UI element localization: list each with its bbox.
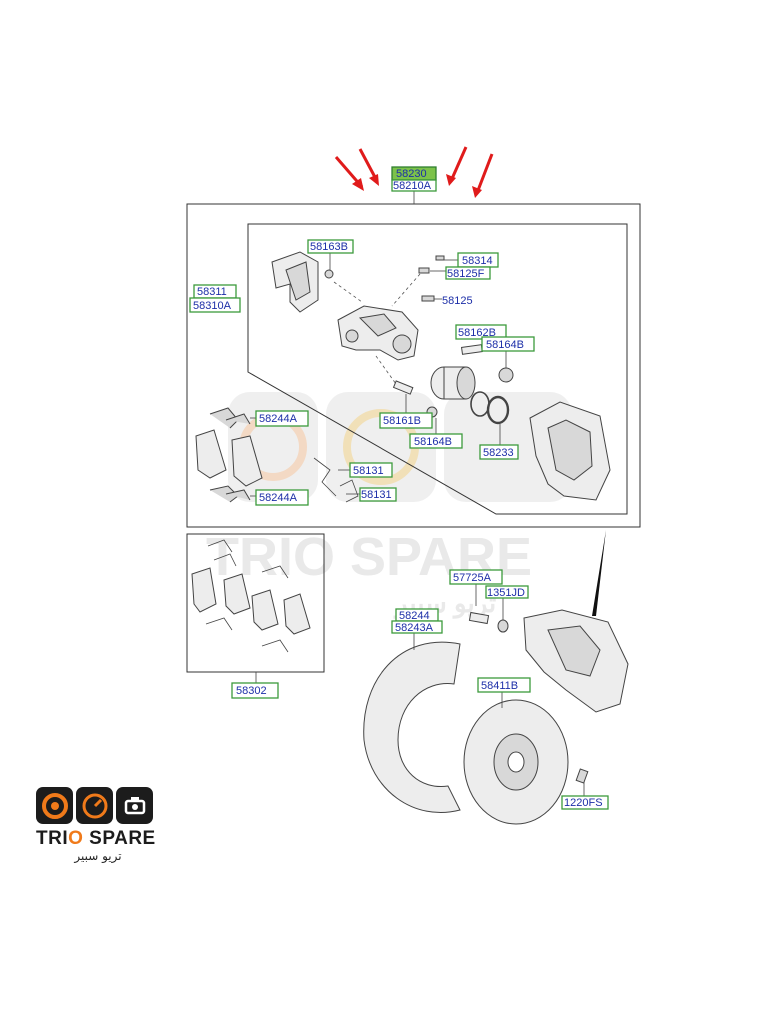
part-label-58244A-top: 58244A bbox=[255, 410, 309, 427]
logo-brand: TRIO SPARE bbox=[36, 828, 156, 849]
fasteners bbox=[392, 255, 514, 395]
svg-text:58131: 58131 bbox=[353, 465, 384, 477]
speedometer-icon bbox=[76, 787, 113, 824]
svg-text:58163B: 58163B bbox=[310, 241, 348, 253]
svg-text:58244: 58244 bbox=[399, 610, 430, 622]
engine-icon bbox=[116, 787, 153, 824]
svg-text:58125: 58125 bbox=[442, 295, 473, 307]
trio-spare-logo: TRIO SPARE تريو سبير bbox=[36, 787, 160, 867]
caliper-bracket-part bbox=[271, 251, 334, 313]
svg-text:58164B: 58164B bbox=[414, 436, 452, 448]
svg-text:58311: 58311 bbox=[197, 286, 227, 298]
caliper-assembly-frame bbox=[186, 203, 641, 528]
svg-text:58243A: 58243A bbox=[395, 622, 434, 634]
brake-pad-kit bbox=[191, 539, 311, 653]
part-label-58164B-top: 58164B bbox=[481, 336, 535, 352]
part-label-58164B-mid: 58164B bbox=[409, 433, 463, 449]
svg-text:58161B: 58161B bbox=[383, 415, 421, 427]
part-labels: 58230 58210A 58163B 58314 58125F 58311 5… bbox=[189, 166, 609, 810]
brake-disc-icon bbox=[36, 787, 73, 824]
logo-arabic: تريو سبير bbox=[74, 849, 122, 863]
part-label-58162B: 58162B bbox=[455, 324, 507, 340]
part-label-1351JD: 1351JD bbox=[485, 585, 529, 599]
svg-text:1351JD: 1351JD bbox=[487, 587, 525, 599]
svg-text:58125F: 58125F bbox=[447, 268, 485, 280]
anti-rattle-springs bbox=[313, 457, 359, 503]
part-label-58131-a: 58131 bbox=[349, 462, 393, 478]
part-label-58314: 58314 bbox=[457, 252, 499, 268]
part-label-58210A: 58210A bbox=[391, 179, 437, 192]
svg-text:58244A: 58244A bbox=[259, 492, 298, 504]
svg-text:58164B: 58164B bbox=[486, 339, 524, 351]
svg-text:57725A: 57725A bbox=[453, 572, 492, 584]
svg-text:58230: 58230 bbox=[396, 168, 427, 180]
brake-pads-upper bbox=[195, 407, 263, 503]
svg-text:58310A: 58310A bbox=[193, 300, 232, 312]
part-label-58161B: 58161B bbox=[379, 412, 433, 429]
part-label-58163B: 58163B bbox=[307, 239, 354, 254]
caliper-carrier-part bbox=[529, 401, 611, 501]
piston-and-seals bbox=[426, 366, 510, 425]
part-label-58131-b: 58131 bbox=[359, 487, 397, 502]
part-label-58243A: 58243A bbox=[391, 620, 443, 634]
part-label-1220FS: 1220FS bbox=[561, 795, 609, 810]
part-label-58233: 58233 bbox=[479, 444, 519, 460]
svg-text:1220FS: 1220FS bbox=[564, 797, 603, 809]
pad-kit-frame bbox=[186, 533, 325, 673]
svg-text:58131: 58131 bbox=[361, 489, 392, 501]
svg-text:58162B: 58162B bbox=[458, 327, 496, 339]
part-label-58244A-bot: 58244A bbox=[255, 489, 309, 506]
part-label-57725A: 57725A bbox=[449, 569, 503, 585]
part-label-58125F: 58125F bbox=[445, 266, 491, 280]
brake-disc-part bbox=[463, 699, 569, 825]
caliper-inner-frame bbox=[247, 223, 628, 515]
part-label-58411B: 58411B bbox=[477, 677, 531, 693]
svg-text:58244A: 58244A bbox=[259, 413, 298, 425]
dust-shield-part bbox=[363, 641, 461, 814]
part-label-58302: 58302 bbox=[231, 682, 279, 699]
part-label-58125: 58125 bbox=[442, 295, 473, 307]
part-label-58230: 58230 bbox=[391, 166, 437, 181]
part-label-58311: 58311 bbox=[193, 284, 237, 299]
svg-text:58210A: 58210A bbox=[393, 180, 432, 192]
red-arrows bbox=[334, 146, 494, 198]
part-label-58244: 58244 bbox=[395, 608, 439, 622]
svg-text:58302: 58302 bbox=[236, 685, 267, 697]
part-label-58310A: 58310A bbox=[189, 297, 241, 313]
lower-caliper-part bbox=[468, 530, 629, 784]
svg-text:58314: 58314 bbox=[462, 255, 493, 267]
svg-text:58411B: 58411B bbox=[481, 680, 518, 692]
svg-text:58233: 58233 bbox=[483, 447, 514, 459]
caliper-housing-part bbox=[333, 273, 421, 385]
